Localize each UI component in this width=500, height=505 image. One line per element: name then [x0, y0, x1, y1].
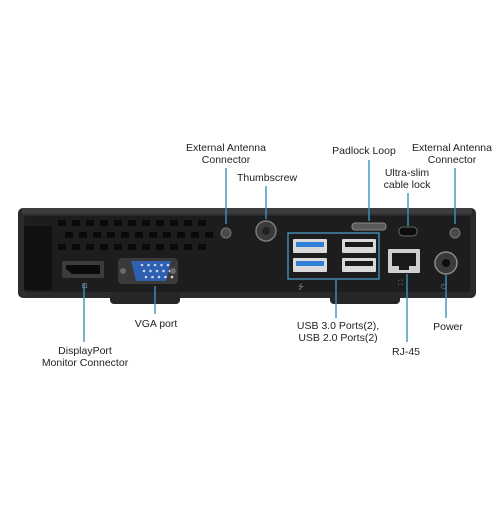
vent-slot	[79, 232, 87, 238]
vga-pin	[153, 263, 157, 267]
label-rj45: RJ-45	[391, 346, 421, 358]
vent-slot	[72, 244, 80, 250]
vent-slot	[191, 232, 199, 238]
power-icon: ⏻	[441, 283, 447, 291]
vga-pin	[157, 275, 161, 279]
vent-slot	[163, 232, 171, 238]
vga-pin	[155, 269, 159, 273]
vga-pin	[170, 275, 174, 279]
vent-slot	[93, 232, 101, 238]
vent-slot	[58, 244, 66, 250]
displayport-opening	[66, 265, 100, 274]
usb3-port-upper-tongue	[296, 242, 324, 247]
vga-pin	[149, 269, 152, 273]
vent-slot	[177, 232, 185, 238]
vent-slot	[170, 220, 178, 226]
network-icon: ⛶	[398, 279, 403, 287]
label-usb-ports: USB 3.0 Ports(2), USB 2.0 Ports(2)	[296, 320, 380, 344]
label-external-antenna-left: External Antenna Connector	[186, 142, 266, 166]
vent-slot	[86, 244, 94, 250]
vent-slot	[205, 232, 213, 238]
vent-slot	[114, 244, 122, 250]
vent-slot	[86, 220, 94, 226]
antenna-connector-left	[220, 227, 232, 239]
padlock-loop	[351, 222, 387, 231]
usb-block-highlight	[287, 232, 380, 280]
vent-slot	[100, 220, 108, 226]
vga-pin	[147, 263, 150, 267]
vent-slot	[184, 220, 192, 226]
vent-slot	[156, 220, 164, 226]
vent-slot	[142, 220, 150, 226]
label-vga-port: VGA port	[134, 318, 178, 330]
vga-pins	[140, 263, 174, 279]
label-ultra-slim-lock: Ultra-slim cable lock	[383, 167, 431, 191]
vent-slot	[114, 220, 122, 226]
vent-slot	[135, 232, 143, 238]
label-power: Power	[433, 321, 463, 333]
vent-grille	[58, 220, 213, 250]
vent-slot	[198, 220, 206, 226]
chassis-top-edge	[22, 208, 472, 214]
label-thumbscrew: Thumbscrew	[236, 172, 298, 184]
thumbscrew-center	[262, 227, 270, 235]
displayport-icon: ⊡	[82, 282, 88, 290]
chassis-bottom-foot	[330, 292, 400, 304]
vent-slot	[142, 244, 150, 250]
vga-pin	[151, 275, 154, 279]
vent-slot	[128, 244, 136, 250]
vent-slot	[170, 244, 178, 250]
label-displayport: DisplayPort Monitor Connector	[41, 345, 129, 369]
vent-slot	[184, 244, 192, 250]
label-external-antenna-right: External Antenna Connector	[412, 142, 492, 166]
side-cover	[24, 226, 52, 290]
vga-pin	[164, 275, 167, 279]
lock-icon	[398, 226, 418, 237]
vent-slot	[198, 244, 206, 250]
power-connector-pin	[442, 259, 450, 267]
antenna-connector-right	[449, 227, 461, 239]
rj45-opening	[392, 253, 416, 270]
vent-slot	[65, 232, 73, 238]
vent-slot	[128, 220, 136, 226]
vga-pin	[144, 275, 148, 279]
vent-slot	[149, 232, 157, 238]
usb-icon: ⭍	[298, 283, 304, 291]
vent-slot	[156, 244, 164, 250]
vga-screw-right	[170, 268, 176, 274]
usb2-port-upper-tongue	[345, 242, 373, 247]
vga-pin	[142, 269, 146, 273]
vent-slot	[121, 232, 129, 238]
vga-pin	[160, 263, 163, 267]
vga-screw-left	[120, 268, 126, 274]
vent-slot	[107, 232, 115, 238]
vent-slot	[100, 244, 108, 250]
vent-slot	[58, 220, 66, 226]
vga-pin	[166, 263, 170, 267]
label-padlock-loop: Padlock Loop	[332, 145, 396, 157]
vent-slot	[72, 220, 80, 226]
usb2-port-lower-tongue	[345, 261, 373, 266]
chassis-bottom-foot	[110, 292, 180, 304]
vga-pin	[162, 269, 165, 273]
vga-pin	[140, 263, 144, 267]
usb3-port-lower-tongue	[296, 261, 324, 266]
